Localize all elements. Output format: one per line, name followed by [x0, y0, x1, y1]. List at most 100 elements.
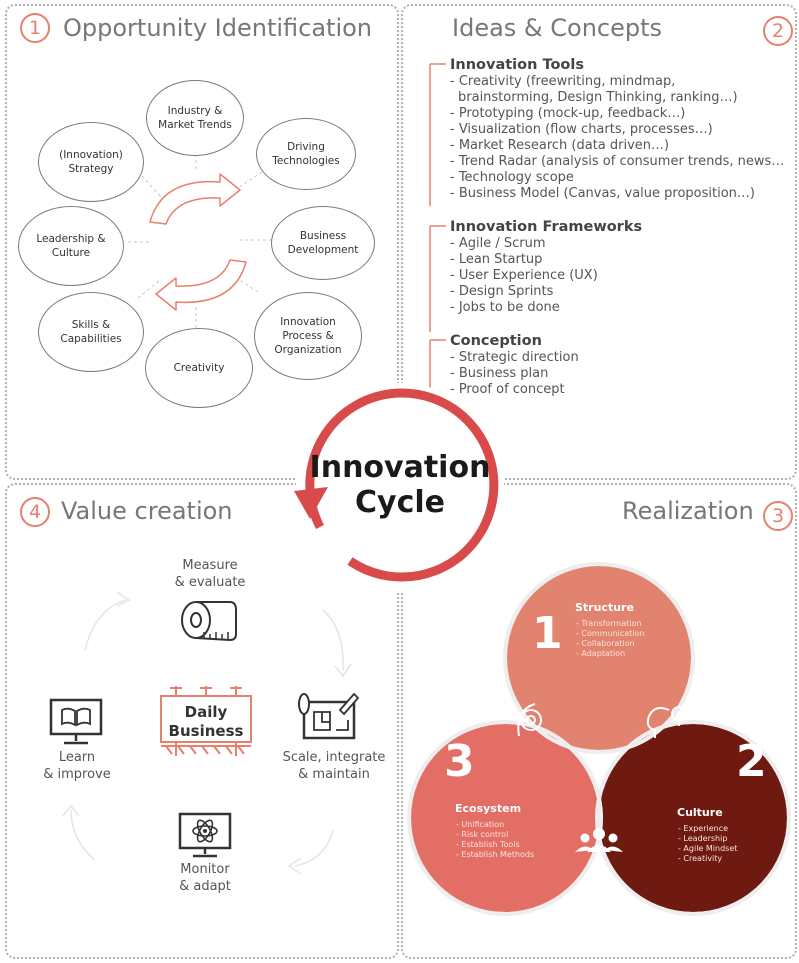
panel-ideas-concepts: [401, 4, 797, 480]
monitor-adapt-label: Monitor & adapt: [162, 861, 248, 895]
monitor-book-icon: [49, 698, 103, 745]
panel-1-number: 1: [20, 13, 50, 43]
label-line: & adapt: [179, 879, 231, 894]
measure-evaluate-label: Measure & evaluate: [152, 557, 268, 591]
innovation-gear-icon: [517, 703, 542, 737]
venn-ecosystem-number: 3: [444, 736, 475, 787]
bubble-label: Creativity: [173, 362, 225, 374]
label-line: Measure: [182, 558, 238, 573]
bubble-business-development: Business Development: [271, 206, 375, 280]
section-heading: Innovation Tools: [450, 57, 584, 73]
label-line: Daily: [184, 703, 228, 721]
label-line: Scale, integrate: [282, 750, 386, 765]
panel-value-creation: [5, 483, 399, 959]
venn-item: - Leadership: [678, 834, 728, 843]
bubble-leadership-culture: Leadership & Culture: [18, 206, 124, 286]
panel-realization: [401, 483, 797, 959]
label-line: Business: [168, 722, 244, 740]
list-item: - Strategic direction: [450, 350, 579, 365]
venn-item: - Risk control: [456, 830, 509, 839]
venn-item: - Communication: [576, 629, 645, 638]
list-item: - User Experience (UX): [450, 268, 598, 283]
venn-culture-number: 2: [736, 736, 767, 787]
label-line: & improve: [43, 767, 111, 782]
bubble-label: Leadership & Culture: [36, 233, 106, 259]
venn-structure-title: Structure: [575, 601, 634, 614]
center-line-2: Cycle: [355, 485, 445, 520]
venn-culture-title: Culture: [677, 806, 723, 819]
billboard-icon: [160, 686, 252, 756]
bubble-innovation-strategy: (Innovation) Strategy: [38, 122, 144, 202]
panel-4-number: 4: [20, 497, 50, 527]
panel-opportunity-identification: [5, 4, 399, 480]
list-item: - Market Research (data driven…): [450, 138, 670, 153]
bubble-label: Skills & Capabilities: [60, 319, 122, 345]
venn-item: - Creativity: [678, 854, 723, 863]
venn-structure-items: - Transformation - Communication - Colla…: [576, 619, 644, 659]
tape-measure-icon: [181, 601, 237, 642]
list-item: - Design Sprints: [450, 284, 554, 299]
list-item: - Creativity (freewriting, mindmap,: [450, 74, 676, 89]
bubble-label: (Innovation) Strategy: [59, 149, 123, 175]
realization-venn-diagram: [407, 562, 791, 916]
venn-item: - Unification: [456, 820, 505, 829]
list-item: - Trend Radar (analysis of consumer tren…: [450, 154, 785, 169]
bubble-driving-technologies: Driving Technologies: [256, 118, 356, 190]
venn-item: - Collaboration: [576, 639, 635, 648]
list-item: - Proof of concept: [450, 382, 565, 397]
venn-item: - Establish Tools: [456, 840, 520, 849]
list-item: - Technology scope: [450, 170, 574, 185]
innovation-cycle-ring: [294, 383, 504, 591]
venn-ecosystem-title: Ecosystem: [455, 802, 522, 815]
bubble-skills-capabilities: Skills & Capabilities: [38, 292, 144, 372]
venn-ecosystem-items: - Unification - Risk control - Establish…: [456, 820, 534, 860]
center-line-1: Innovation: [309, 450, 491, 485]
list-item: - Jobs to be done: [450, 300, 560, 315]
list-item: brainstorming, Design Thinking, ranking……: [458, 90, 738, 105]
venn-item: - Transformation: [576, 619, 642, 628]
label-line: & maintain: [298, 767, 370, 782]
section-heading: Conception: [450, 333, 542, 349]
list-item: - Agile / Scrum: [450, 236, 546, 251]
panel-1-title: Opportunity Identification: [63, 14, 373, 42]
blueprint-icon: [298, 692, 360, 740]
bubble-label: Innovation Process & Organization: [274, 316, 342, 356]
venn-item: - Agile Mindset: [678, 844, 738, 853]
section-innovation-frameworks: Innovation Frameworks - Agile / Scrum - …: [428, 218, 784, 332]
venn-item: - Adaptation: [576, 649, 626, 658]
bubble-innovation-process-organization: Innovation Process & Organization: [254, 292, 362, 380]
cycle-arrows-icon: [149, 173, 247, 311]
cycle-arrowhead-icon: [294, 487, 328, 519]
value-cycle-arrows: [62, 591, 352, 875]
venn-item: - Experience: [678, 824, 729, 833]
bubble-label: Business Development: [287, 230, 359, 256]
opportunity-connectors: [128, 142, 272, 328]
panel-3-title: Realization: [622, 497, 754, 525]
list-item: - Visualization (flow charts, processes……: [450, 122, 713, 137]
ideas-list: Innovation Tools - Creativity (freewriti…: [428, 56, 784, 402]
label-line: Monitor: [180, 862, 230, 877]
venn-item: - Establish Methods: [456, 850, 535, 859]
panel-3-number: 3: [763, 501, 793, 531]
panel-2-number: 2: [763, 16, 793, 46]
bubble-label: Industry & Market Trends: [158, 105, 232, 131]
daily-business-label: Daily Business: [158, 703, 254, 741]
label-line: Learn: [58, 750, 96, 765]
venn-culture-items: - Experience - Leadership - Agile Mindse…: [678, 824, 737, 864]
bubble-label: Driving Technologies: [272, 141, 340, 167]
venn-structure-number: 1: [532, 608, 563, 659]
list-item: - Business plan: [450, 366, 549, 381]
list-item: - Lean Startup: [450, 252, 543, 267]
panel-4-title: Value creation: [61, 497, 233, 525]
bubble-creativity: Creativity: [145, 328, 253, 408]
learn-improve-label: Learn & improve: [34, 749, 120, 783]
list-item: - Prototyping (mock-up, feedback…): [450, 106, 686, 121]
section-heading: Innovation Frameworks: [450, 219, 643, 235]
label-line: & evaluate: [174, 575, 246, 590]
list-item: - Business Model (Canvas, value proposit…: [450, 186, 755, 201]
bubble-industry-market-trends: Industry & Market Trends: [146, 80, 244, 156]
team-people-icon: [575, 828, 623, 852]
innovation-cycle-title: Innovation Cycle: [290, 450, 510, 520]
scale-integrate-label: Scale, integrate & maintain: [276, 749, 392, 783]
monitor-atom-icon: [178, 812, 232, 858]
